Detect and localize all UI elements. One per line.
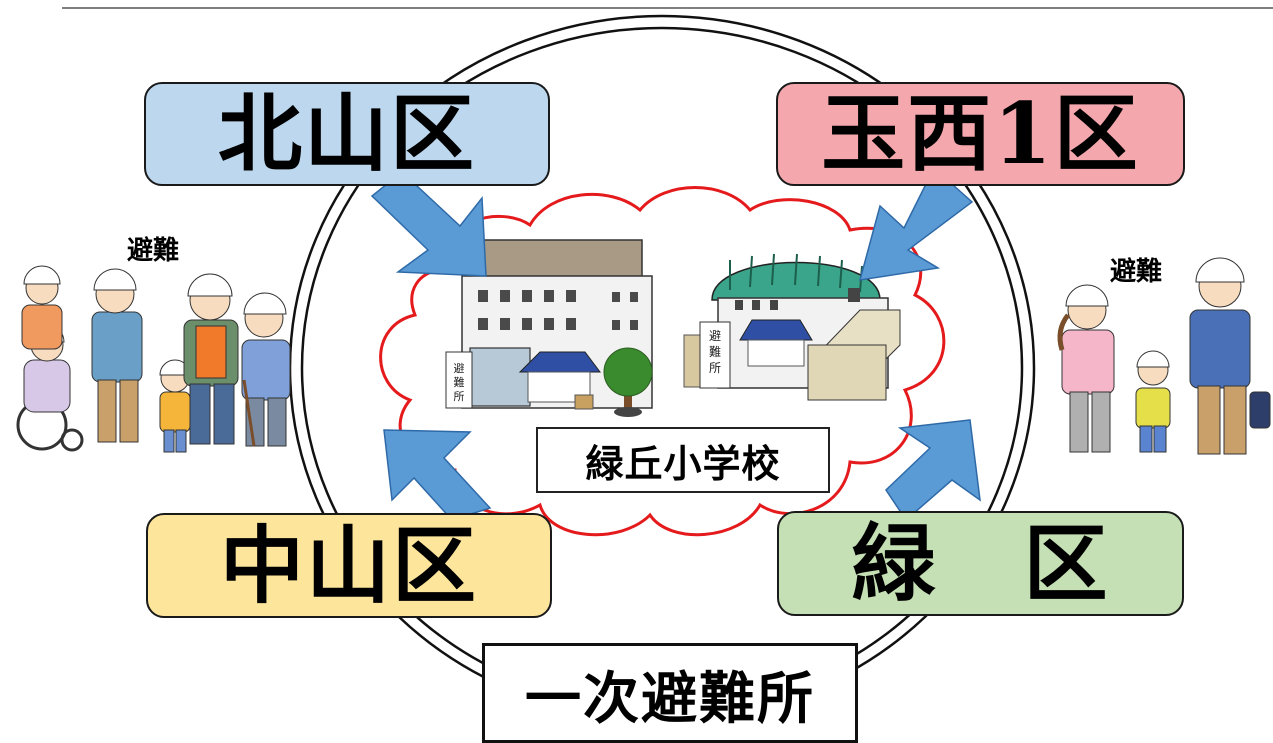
- svg-text:所: 所: [454, 390, 465, 403]
- tree: [603, 347, 653, 417]
- district-nakayama: 中山区: [146, 513, 552, 618]
- svg-text:所: 所: [709, 361, 721, 375]
- evacuation-label-right: 避難: [1110, 257, 1163, 287]
- svg-text:避: 避: [454, 361, 465, 375]
- district-midori: 緑 区: [777, 511, 1184, 616]
- svg-text:避: 避: [709, 329, 721, 343]
- arrows: [370, 166, 981, 522]
- svg-text:難: 難: [709, 344, 721, 359]
- top-rule: [62, 7, 1273, 9]
- arrow-from-tamanishi: [858, 166, 974, 281]
- district-kitayama: 北山区: [144, 82, 550, 186]
- evacuees-right: [1057, 257, 1271, 455]
- evacuation-label-left: 避難: [127, 236, 180, 266]
- school-gymnasium: 避 難 所: [683, 253, 901, 401]
- primary-shelter-label: 一次避難所: [482, 643, 858, 743]
- arrow-from-midori: [885, 419, 981, 522]
- district-tamanishi: 玉西1区: [776, 82, 1185, 186]
- school-name-label: 緑丘小学校: [536, 427, 830, 493]
- arrow-from-kitayama: [370, 171, 487, 277]
- evacuees-left: [16, 265, 291, 453]
- svg-text:難: 難: [454, 376, 465, 389]
